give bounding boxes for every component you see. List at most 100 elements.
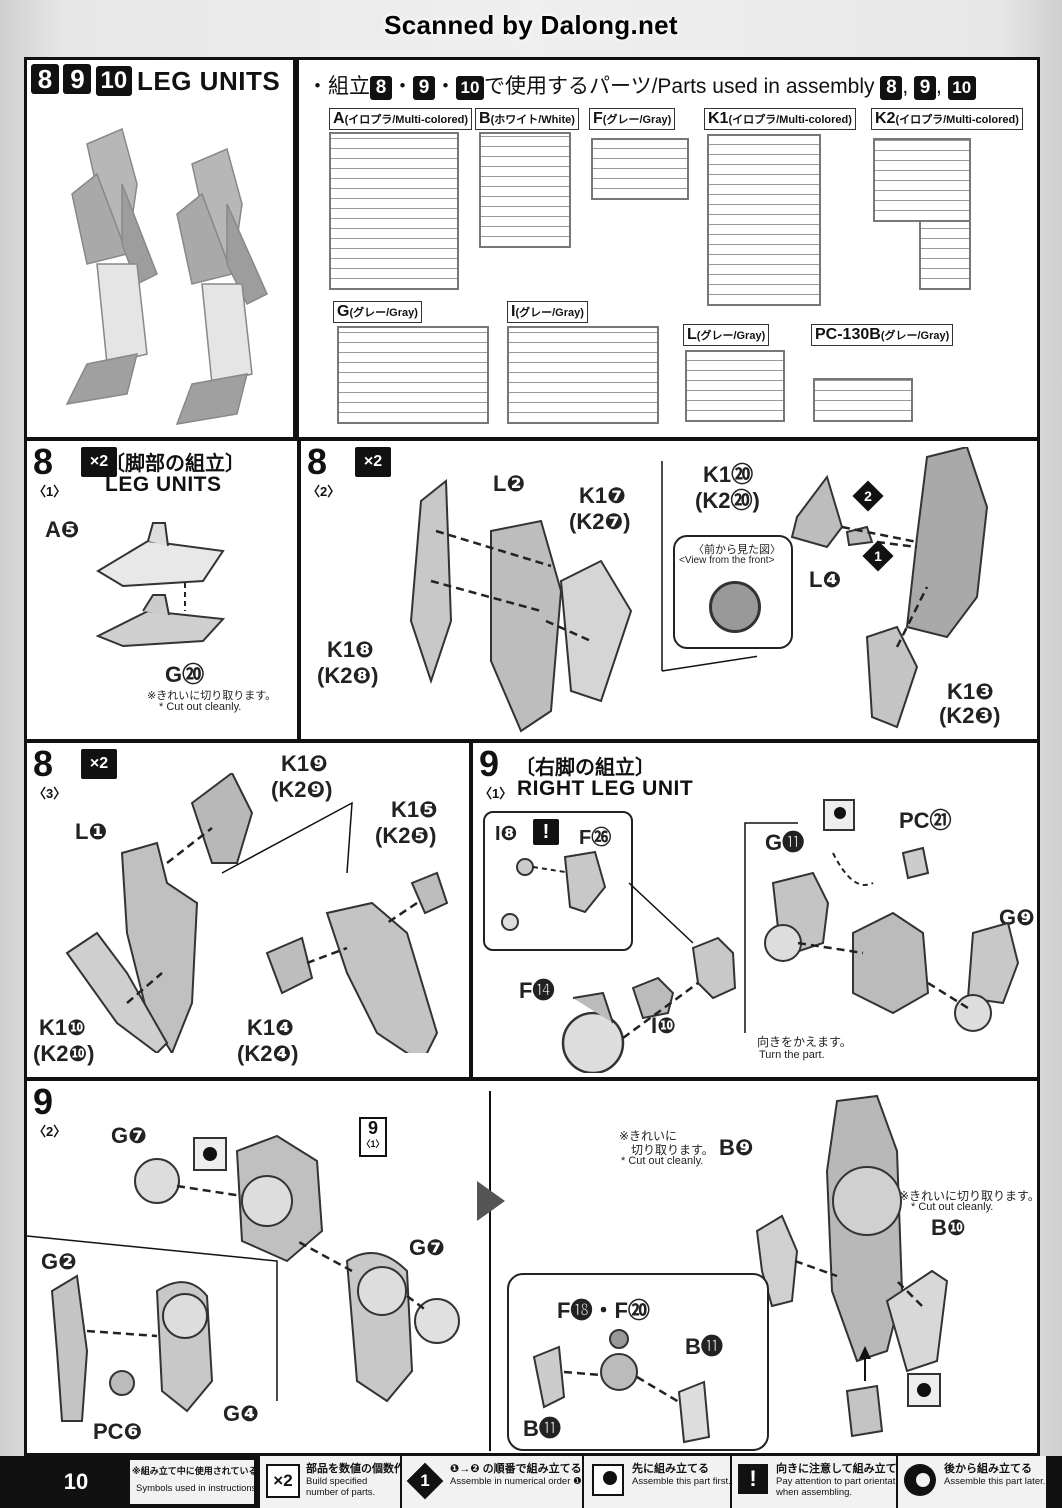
step-number: 8 [33,441,54,482]
parts-badge-10b: 10 [947,76,976,100]
runner-f [591,138,689,200]
step-badge-8: 8 [31,64,59,94]
order-marker-2: 2 [852,480,884,512]
part-label: (K2❸) [939,703,1001,728]
runner-l [685,350,785,422]
head-detail-box: F⓲・F⑳ B⓫ B⓫ [507,1273,769,1451]
shin-assembly-illustration [65,773,449,1053]
part-label: K1❽ [327,637,374,662]
part-label: K1❾ [281,751,328,776]
runner-label-k2: K2(イロプラ/Multi-colored) [871,108,1023,130]
assemble-first-icon [823,799,855,831]
step-title-jp: 〔脚部の組立〕 [105,453,245,475]
step-8-2-panel: 8 〈2〉 ×2 L❷ K1❼ (K2❼) K1❽ (K2❽) K1⑳ (K2⑳… [298,438,1040,742]
leg-units-header-panel: 8 9 10 LEG UNITS [24,57,296,440]
order-diamond-icon: 1 [406,1462,444,1500]
step-9-1-panel: 9 〈1〉 〔右脚の組立〕 RIGHT LEG UNIT I❽ ! F㉖ F⓮ … [470,740,1040,1080]
part-label: G❼ [111,1123,147,1148]
runner-label-i: I(グレー/Gray) [507,301,588,323]
runner-label-g: G(グレー/Gray) [333,301,422,323]
orientation-warning-icon: ! [738,1464,768,1494]
section-divider [489,1091,491,1451]
parts-badge-10: 10 [456,76,484,100]
assemble-later-icon [193,1137,227,1171]
parts-badge-8b: 8 [880,76,903,100]
step-number: 9 [33,1081,54,1122]
runner-g [337,326,489,424]
icons-title: ※組み立て中に使用されているアイコン Symbols used in instr… [130,1460,293,1504]
front-view-box: 〈前から見た図〉 <View from the front> [673,535,793,649]
cut-note-en: * Cut out cleanly. [911,1201,994,1213]
detail-box: I❽ ! F㉖ [483,811,633,951]
part-label: G⑳ [165,662,205,687]
legend-numeric-order: 1 ❶→❷ の順番で組み立てる Assemble in numerical or… [400,1456,603,1508]
step-badge-10: 10 [95,66,132,96]
part-label: L❶ [75,819,108,844]
hip-joint-illustration [561,882,737,1073]
build-twice-badge: ×2 [81,749,117,779]
part-label: L❷ [493,471,526,496]
assemble-later-icon [904,1464,936,1496]
step-badges: 8 9 10 [31,64,132,96]
step-9-2-panel: 9 〈2〉 9 〈1〉 G❼ G❼ G❷ PC❻ G❹ [24,1078,1040,1456]
part-label: I❽ [495,823,518,845]
part-label: L❹ [809,567,842,592]
part-label: A❺ [45,517,80,542]
page-number: 10 [56,1466,96,1498]
parts-used-text: で使用するパーツ/Parts used in assembly [484,75,875,98]
leg-model-illustration [65,127,268,425]
runner-k2 [873,138,971,222]
part-label: B❿ [931,1215,966,1240]
runner-label-k1: K1(イロプラ/Multi-colored) [704,108,856,130]
part-label: K1❿ [39,1015,86,1040]
part-label: K1❹ [247,1015,294,1040]
step-sub: 〈2〉 [33,1124,67,1139]
knee-joint-detail-illustration [532,1329,711,1444]
cut-note-jp: ※きれいに切り取ります。 [899,1189,1040,1203]
turn-note-jp: 向きをかえます。 [757,1035,852,1049]
parts-used-prefix: ・組立 [307,75,370,98]
part-label: G❷ [41,1249,77,1274]
step-number: 8 [307,441,328,482]
step-badge-9: 9 [63,64,92,94]
legend-orientation: ! 向きに注意して組み立てる Pay attention to part ori… [730,1456,908,1508]
parts-badge-9: 9 [413,76,435,100]
cut-note-jp: 切り取ります。 [631,1143,714,1157]
page-title: LEG UNITS [137,66,281,96]
leg-final-illustration [755,1094,949,1438]
reference-step-badge: 9 〈1〉 [359,1117,387,1157]
cut-note-en: * Cut out cleanly. [621,1155,704,1167]
build-count-icon: ×2 [266,1464,300,1498]
part-label: (K2⑳) [695,488,760,513]
part-label: F㉖ [579,827,612,849]
hip-assembly-illustration [764,846,1020,1032]
part-label: (K2❺) [375,823,437,848]
cut-note-jp: ※きれいに切り取ります。 [147,690,277,702]
part-label: B⓫ [523,1416,561,1441]
part-label: (K2❿) [33,1041,95,1066]
step-8-3-panel: 8 〈3〉 ×2 L❶ K1❾ (K2❾) K1❺ (K2❺) K1❿ (K2❿… [24,740,472,1080]
part-a5-illustration [95,522,226,648]
thigh-assembly-illustration [27,1134,460,1422]
cut-note-jp: ※きれいに [619,1129,678,1143]
assemble-later-icon [907,1373,941,1407]
step-sub: 〈1〉 [33,484,67,499]
part-label: I❿ [651,1013,676,1038]
part-label: B⓫ [685,1334,723,1359]
knee-assembly-illustration [790,447,989,729]
front-view-en: <View from the front> [679,555,775,566]
part-label: G❹ [223,1401,259,1426]
parts-badge-8: 8 [370,76,392,100]
parts-badge-9b: 9 [914,76,937,100]
part-label: (K2❼) [569,509,631,534]
cut-note-en: * Cut out cleanly. [159,701,242,713]
legend-assemble-first: 先に組み立てる Assemble this part first. [582,1456,731,1508]
step-title-jp: 〔右脚の組立〕 [515,757,655,779]
runner-label-pc130b: PC-130B(グレー/Gray) [811,324,954,346]
step-sub: 〈2〉 [307,484,341,499]
footer-legend: 10 ※組み立て中に使用されているアイコン Symbols used in in… [0,1456,1062,1508]
